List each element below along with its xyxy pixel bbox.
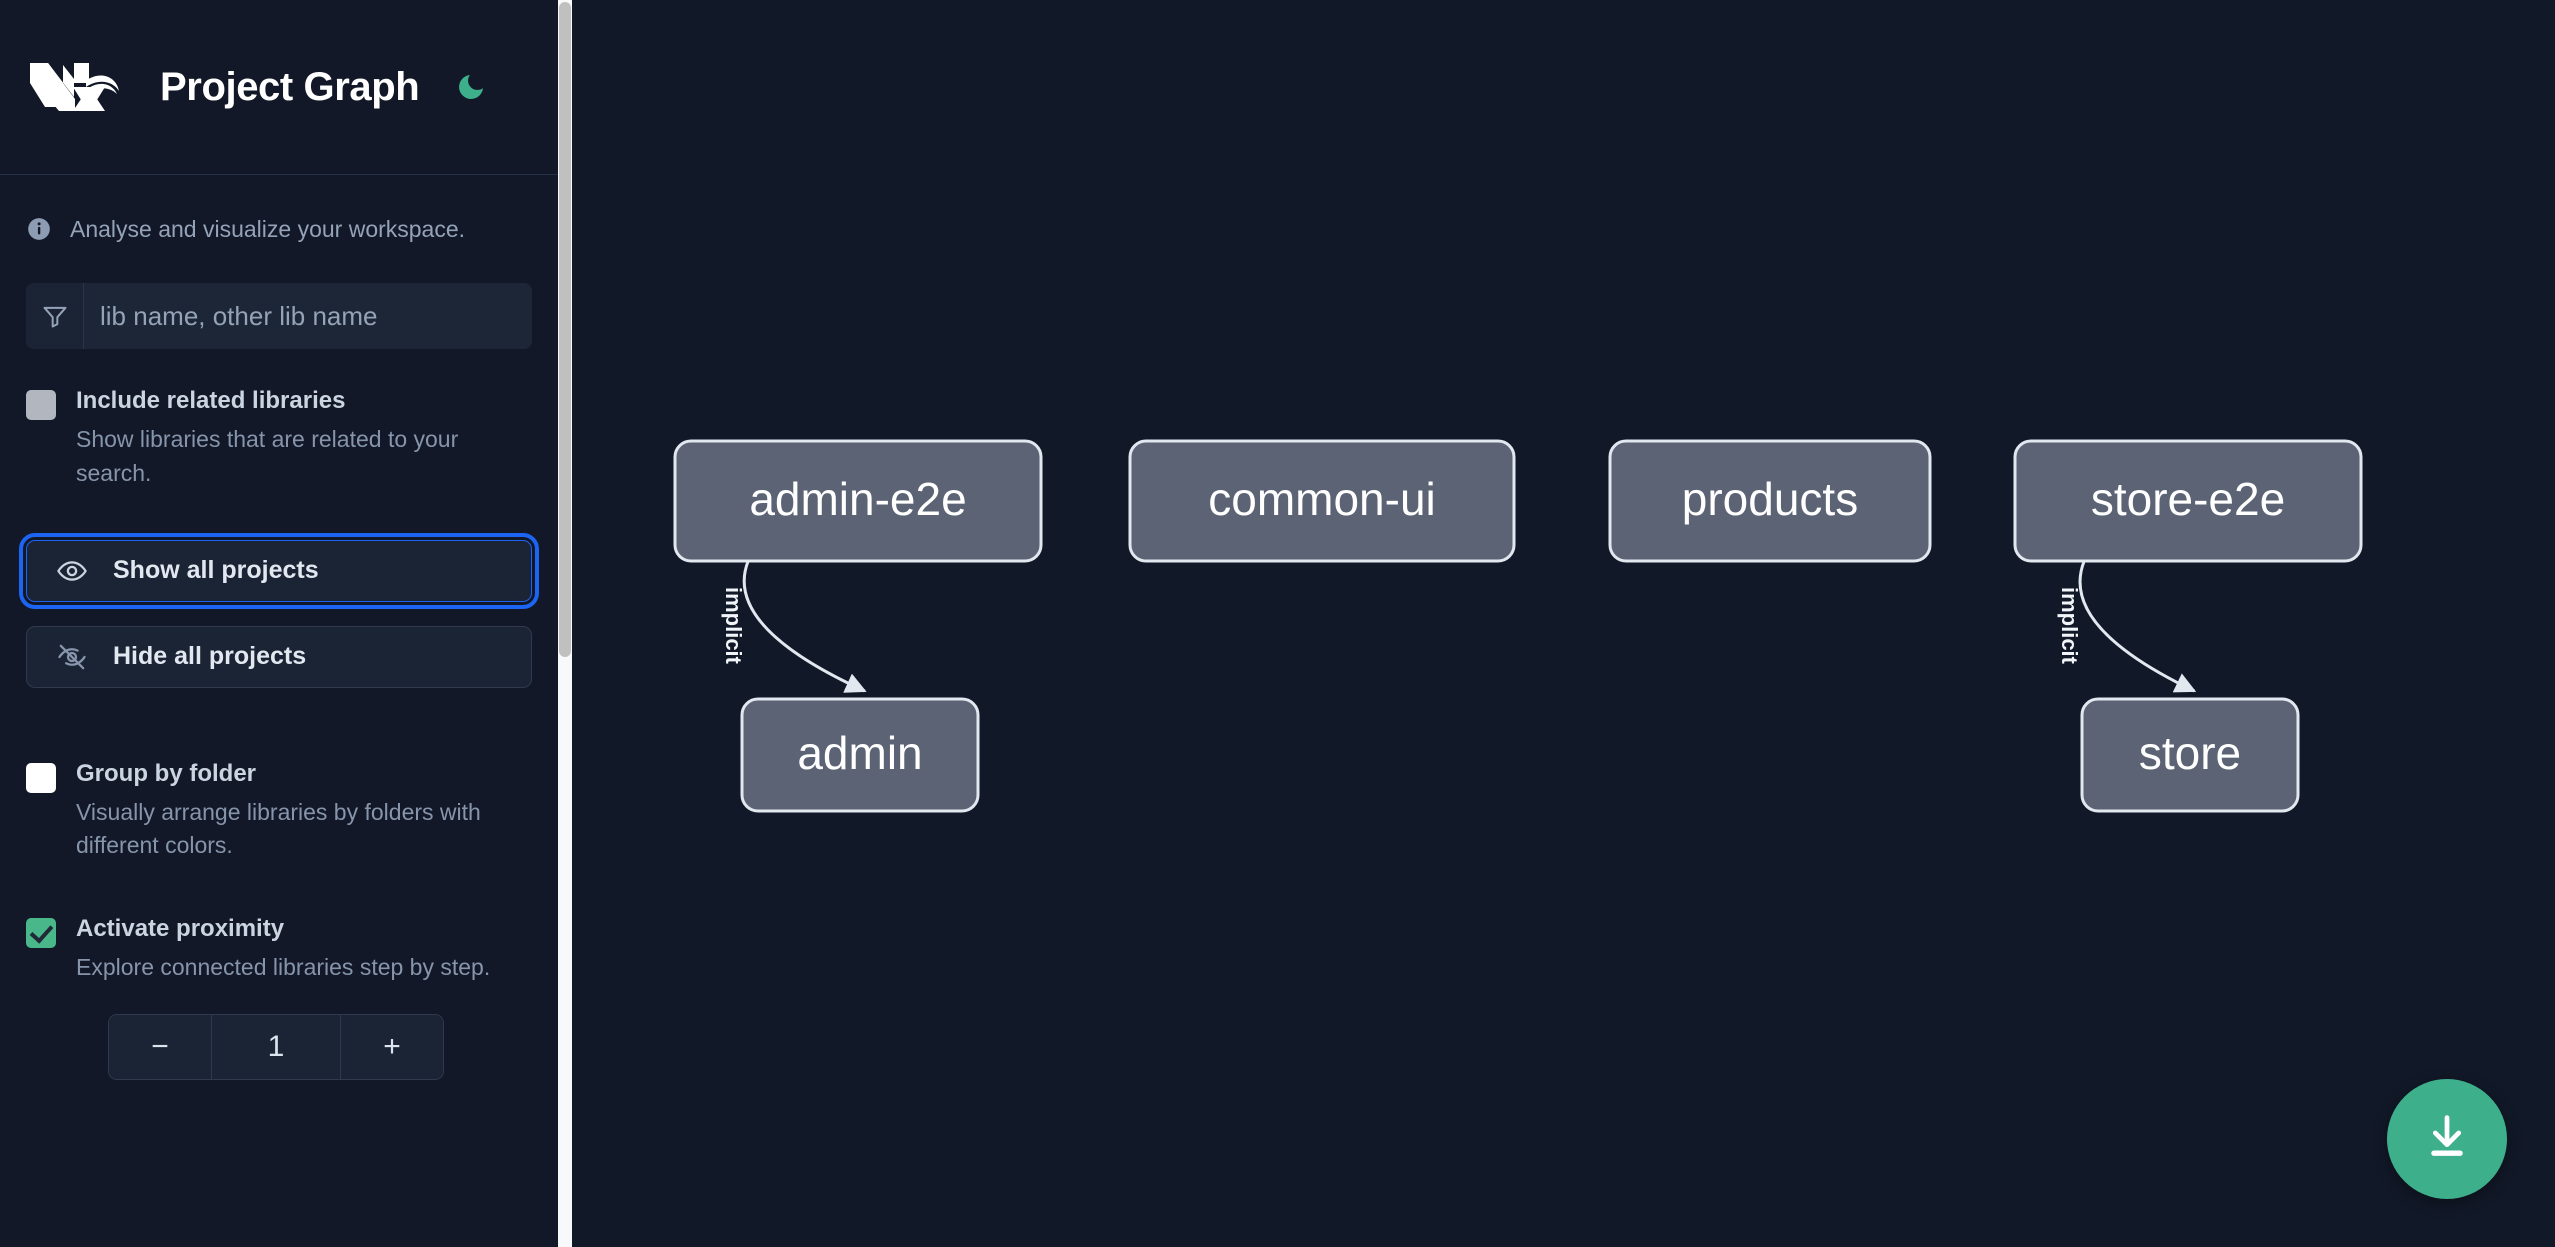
include-related-libraries-checkbox[interactable] <box>26 390 56 420</box>
option-activate-proximity[interactable]: Activate proximity Explore connected lib… <box>26 913 532 985</box>
tagline-text: Analyse and visualize your workspace. <box>70 215 466 242</box>
graph-node[interactable]: common-ui <box>1128 439 1516 563</box>
graph-node-box[interactable] <box>673 439 1043 563</box>
hide-all-projects-label: Hide all projects <box>113 642 307 671</box>
graph-edge[interactable] <box>742 560 867 693</box>
sidebar-scrollbar-thumb[interactable] <box>559 2 571 657</box>
include-related-libraries-label: Include related libraries <box>76 387 346 414</box>
tagline: Analyse and visualize your workspace. <box>0 175 558 283</box>
graph-node[interactable]: store-e2e <box>2013 439 2363 563</box>
include-related-libraries-description: Show libraries that are related to your … <box>76 426 459 486</box>
graph-edge-label: implicit <box>721 587 746 665</box>
graph-node[interactable]: admin-e2e <box>673 439 1043 563</box>
graph-edge-label: implicit <box>2057 587 2082 665</box>
graph-node[interactable]: products <box>1608 439 1932 563</box>
project-graph-svg: implicit implicit admin-e2e common-ui produ… <box>673 439 2363 813</box>
graph-node-label: products <box>1682 473 1858 525</box>
moon-icon[interactable] <box>451 67 491 107</box>
proximity-decrement-button[interactable]: − <box>109 1015 212 1080</box>
sidebar-controls: Include related libraries Show libraries… <box>0 283 558 1081</box>
info-icon <box>26 216 52 242</box>
graph-node-box[interactable] <box>1128 439 1516 563</box>
graph-node-label: admin <box>797 727 922 779</box>
proximity-increment-button[interactable]: + <box>340 1015 443 1080</box>
graph-edges: implicit implicit <box>721 560 2197 693</box>
show-all-projects-button[interactable]: Show all projects <box>19 532 539 609</box>
proximity-value: 1 <box>212 1015 340 1080</box>
activate-proximity-description: Explore connected libraries step by step… <box>76 953 491 980</box>
group-by-folder-checkbox[interactable] <box>26 762 56 793</box>
graph-node-label: admin-e2e <box>749 473 966 525</box>
option-group-by-folder[interactable]: Group by folder Visually arrange librari… <box>26 758 532 863</box>
filter-field[interactable] <box>26 283 532 349</box>
graph-node[interactable]: store <box>2080 697 2300 813</box>
sidebar-header: Project Graph <box>0 0 558 175</box>
proximity-stepper[interactable]: − 1 + <box>108 1014 444 1081</box>
download-graph-button[interactable] <box>2387 1079 2507 1199</box>
graph-node-box[interactable] <box>740 697 980 813</box>
graph-node-label: common-ui <box>1208 473 1436 525</box>
page-title: Project Graph <box>160 64 420 109</box>
graph-edge[interactable] <box>2078 560 2197 693</box>
eye-icon <box>55 554 89 588</box>
group-by-folder-description: Visually arrange libraries by folders wi… <box>76 799 481 859</box>
hide-all-projects-button[interactable]: Hide all projects <box>26 625 532 688</box>
graph-node-box[interactable] <box>2013 439 2363 563</box>
graph-node-box[interactable] <box>1608 439 1932 563</box>
graph-node-label: store-e2e <box>2091 473 2285 525</box>
option-include-related-libraries[interactable]: Include related libraries Show libraries… <box>26 385 532 490</box>
sidebar: Project Graph Analyse and visualize your… <box>0 0 572 1247</box>
graph-node[interactable]: admin <box>740 697 980 813</box>
funnel-icon <box>26 283 84 349</box>
search-input[interactable] <box>84 283 532 349</box>
graph-canvas[interactable]: implicit implicit admin-e2e common-ui produ… <box>572 0 2555 1247</box>
download-icon <box>2420 1110 2474 1169</box>
graph-node-box[interactable] <box>2080 697 2300 813</box>
sidebar-scrollbar-track[interactable] <box>558 0 572 1247</box>
graph-node-label: store <box>2139 727 2241 779</box>
eye-off-icon <box>55 640 89 674</box>
graph-nodes: admin-e2e common-ui products store-e2e admin… <box>673 439 2363 813</box>
group-by-folder-label: Group by folder <box>76 759 256 787</box>
nx-logo-icon <box>26 57 124 117</box>
activate-proximity-label: Activate proximity <box>76 914 285 942</box>
activate-proximity-checkbox[interactable] <box>26 917 56 948</box>
show-all-projects-label: Show all projects <box>113 556 319 585</box>
